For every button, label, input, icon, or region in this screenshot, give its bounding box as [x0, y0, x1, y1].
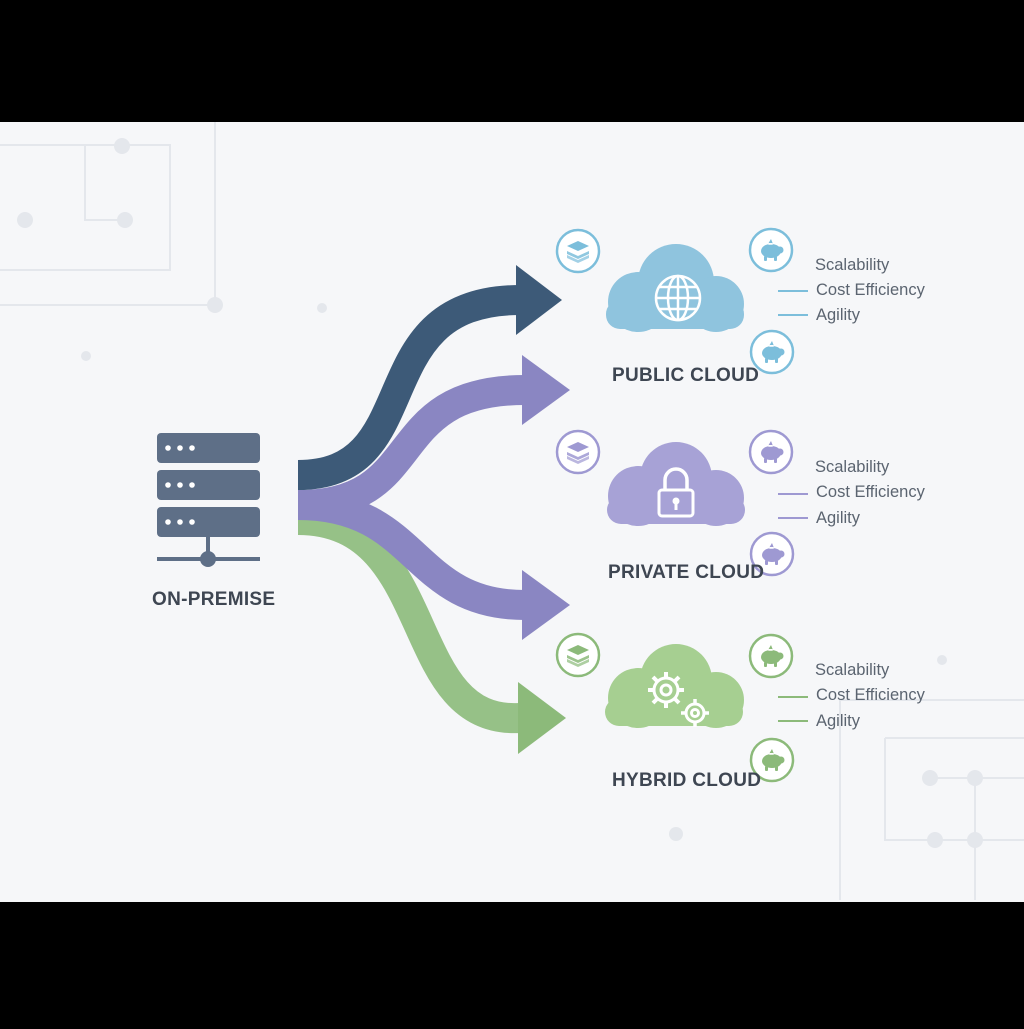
stack-icon: [555, 429, 601, 475]
benefit-connectors-private: [778, 493, 808, 519]
server-icon: [157, 433, 260, 567]
globe-icon: [654, 274, 702, 322]
circuit-nodes: [17, 138, 983, 848]
private-benefit-agility: Agility: [816, 509, 861, 527]
hybrid-cloud-label: HYBRID CLOUD: [612, 770, 762, 791]
lock-icon: [657, 467, 695, 518]
arrow-private-upper: [297, 355, 570, 520]
piggy-bank-icon: [748, 227, 794, 273]
hybrid-cloud-group: [555, 632, 808, 783]
stack-icon: [555, 632, 601, 678]
private-cloud-label: PRIVATE CLOUD: [608, 562, 765, 583]
piggy-bank-icon: [748, 429, 794, 475]
benefit-connectors-public: [778, 290, 808, 316]
private-benefit-cost-efficiency: Cost Efficiency: [816, 483, 925, 501]
arrow-hybrid: [297, 505, 566, 754]
arrow-public: [297, 265, 562, 490]
piggy-bank-icon: [748, 633, 794, 679]
benefit-connectors-hybrid: [778, 696, 808, 722]
piggy-bank-icon: [749, 737, 795, 783]
public-cloud-group: [555, 227, 808, 375]
hybrid-benefit-scalability: Scalability: [815, 661, 890, 679]
stack-icon: [555, 228, 601, 274]
private-benefit-scalability: Scalability: [815, 458, 890, 476]
public-benefit-agility: Agility: [816, 306, 861, 324]
hybrid-benefit-agility: Agility: [816, 712, 861, 730]
circuit-decoration: [0, 122, 1024, 900]
piggy-bank-icon: [749, 531, 795, 577]
private-cloud-group: [555, 429, 808, 577]
on-premise-label: ON-PREMISE: [152, 589, 276, 610]
piggy-bank-icon: [749, 329, 795, 375]
public-benefit-scalability: Scalability: [815, 256, 890, 274]
gears-icon: [648, 672, 709, 727]
hybrid-benefit-cost-efficiency: Cost Efficiency: [816, 686, 925, 704]
cloud-shape-public: [606, 244, 744, 332]
background-panel: [0, 122, 1024, 902]
public-cloud-label: PUBLIC CLOUD: [612, 365, 760, 386]
public-benefit-cost-efficiency: Cost Efficiency: [816, 281, 925, 299]
